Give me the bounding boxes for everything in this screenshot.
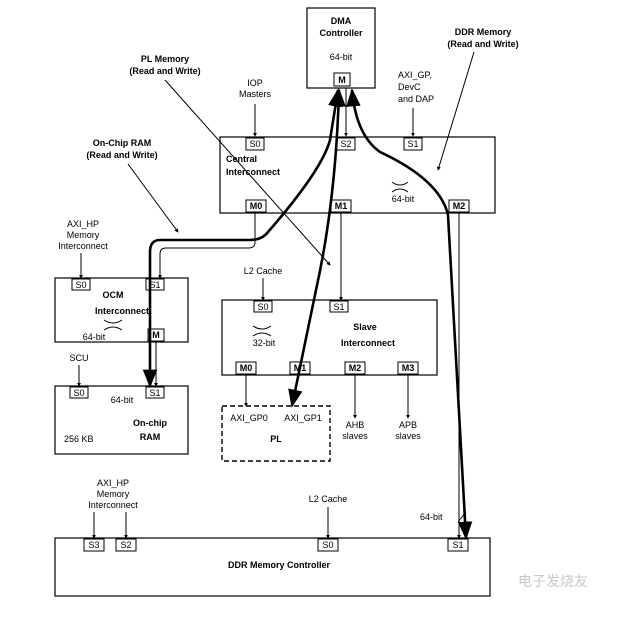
- ahb-slaves-label: AHB slaves: [342, 420, 368, 441]
- slave-interconnect: Slave Interconnect 32-bit S0 S1 M0 M1 M2…: [221, 299, 438, 376]
- svg-text:slaves: slaves: [342, 431, 368, 441]
- width-64-label: 64-bit: [420, 512, 443, 522]
- svg-text:(Read and Write): (Read and Write): [86, 150, 157, 160]
- svg-text:(Read and Write): (Read and Write): [129, 66, 200, 76]
- central-port-s1: S1: [407, 139, 418, 149]
- svg-text:PL Memory: PL Memory: [141, 54, 189, 64]
- apb-slaves-label: APB slaves: [395, 420, 421, 441]
- central-port-m0: M0: [250, 201, 263, 211]
- ddrc-port-s3: S3: [88, 540, 99, 550]
- dma-port-m: M: [338, 75, 346, 85]
- dma-ddr-path: [346, 88, 473, 540]
- svg-text:Memory: Memory: [97, 489, 130, 499]
- onchip-port-s0: S0: [73, 388, 84, 398]
- l2-cache-top-label: L2 Cache: [244, 266, 283, 276]
- ocm-title-line1: OCM: [103, 290, 124, 300]
- pl-memory-rw-label: PL Memory (Read and Write): [129, 54, 200, 76]
- central-m0-to-ocm-s1: [158, 212, 256, 279]
- ocm-port-s0: S0: [75, 280, 86, 290]
- central-interconnect: Central Interconnect 64-bit S0 S2 S1 M0 …: [219, 136, 496, 214]
- ddr-memory-controller: DDR Memory Controller S3 S2 S0 S1: [54, 537, 491, 597]
- onchip-size: 256 KB: [64, 434, 94, 444]
- central-port-s0: S0: [249, 139, 260, 149]
- slave-title-line2: Interconnect: [341, 338, 395, 348]
- iop-masters-label: IOP Masters: [239, 78, 272, 99]
- svg-text:Memory: Memory: [67, 230, 100, 240]
- svg-text:AXI_HP: AXI_HP: [67, 219, 99, 229]
- central-width: 64-bit: [392, 194, 415, 204]
- ddrc-port-s2: S2: [120, 540, 131, 550]
- slave-width: 32-bit: [253, 338, 276, 348]
- dma-title-line1: DMA: [331, 16, 352, 26]
- on-chip-ram-rw-label: On-Chip RAM (Read and Write): [86, 138, 157, 160]
- central-port-m1: M1: [335, 201, 348, 211]
- central-title-line2: Interconnect: [226, 167, 280, 177]
- slave-port-m0: M0: [240, 363, 253, 373]
- onchip-title-line1: On-chip: [133, 418, 167, 428]
- svg-text:Interconnect: Interconnect: [88, 500, 138, 510]
- pl-block: AXI_GP0 AXI_GP1 PL: [221, 405, 331, 462]
- svg-text:and DAP: and DAP: [398, 94, 434, 104]
- ocm-interconnect: OCM Interconnect 64-bit S0 S1 M: [54, 277, 189, 343]
- slave-port-s1: S1: [333, 302, 344, 312]
- onchip-width: 64-bit: [111, 395, 134, 405]
- dma-pl-path: [288, 88, 346, 408]
- crossbar-icon: [103, 319, 123, 331]
- svg-text:(Read and Write): (Read and Write): [447, 39, 518, 49]
- slave-title-line1: Slave: [353, 322, 377, 332]
- onchip-port-s1: S1: [149, 388, 160, 398]
- svg-text:AHB: AHB: [346, 420, 365, 430]
- svg-text:DevC: DevC: [398, 82, 421, 92]
- pl-axi-gp1: AXI_GP1: [284, 413, 322, 423]
- svg-text:On-Chip RAM: On-Chip RAM: [93, 138, 152, 148]
- ddrc-port-s1: S1: [452, 540, 463, 550]
- svg-text:slaves: slaves: [395, 431, 421, 441]
- slave-port-m2: M2: [349, 363, 362, 373]
- l2-cache-bottom-label: L2 Cache: [309, 494, 348, 504]
- svg-text:Interconnect: Interconnect: [58, 241, 108, 251]
- central-port-s2: S2: [340, 139, 351, 149]
- onchip-title-line2: RAM: [140, 432, 161, 442]
- axi-hp-top-label: AXI_HP Memory Interconnect: [58, 219, 108, 251]
- watermark-logo: 电子发烧友: [518, 574, 588, 590]
- dma-width: 64-bit: [330, 52, 353, 62]
- axi-hp-bottom-label: AXI_HP Memory Interconnect: [88, 478, 138, 510]
- slave-port-s0: S0: [257, 302, 268, 312]
- svg-text:Masters: Masters: [239, 89, 272, 99]
- ddrc-port-s0: S0: [322, 540, 333, 550]
- ocm-port-m: M: [152, 330, 160, 340]
- svg-text:AXI_HP: AXI_HP: [97, 478, 129, 488]
- ocm-width: 64-bit: [83, 332, 106, 342]
- svg-text:APB: APB: [399, 420, 417, 430]
- svg-text:IOP: IOP: [247, 78, 263, 88]
- svg-text:AXI_GP,: AXI_GP,: [398, 70, 432, 80]
- svg-text:DDR Memory: DDR Memory: [455, 27, 512, 37]
- on-chip-ram: 64-bit 256 KB On-chip RAM S0 S1: [54, 385, 189, 455]
- ocm-title-line2: Interconnect: [95, 306, 149, 316]
- pl-title: PL: [270, 434, 282, 444]
- dma-title-line2: Controller: [319, 28, 362, 38]
- ddr-memory-rw-label: DDR Memory (Read and Write): [447, 27, 518, 49]
- central-port-m2: M2: [453, 201, 466, 211]
- axi-gp-devc-dap-label: AXI_GP, DevC and DAP: [398, 70, 434, 104]
- ddrc-title: DDR Memory Controller: [228, 560, 331, 570]
- pl-axi-gp0: AXI_GP0: [230, 413, 268, 423]
- dma-controller: DMA Controller 64-bit M: [306, 7, 376, 89]
- slave-port-m3: M3: [402, 363, 415, 373]
- central-title-line1: Central: [226, 154, 257, 164]
- scu-label: SCU: [69, 353, 88, 363]
